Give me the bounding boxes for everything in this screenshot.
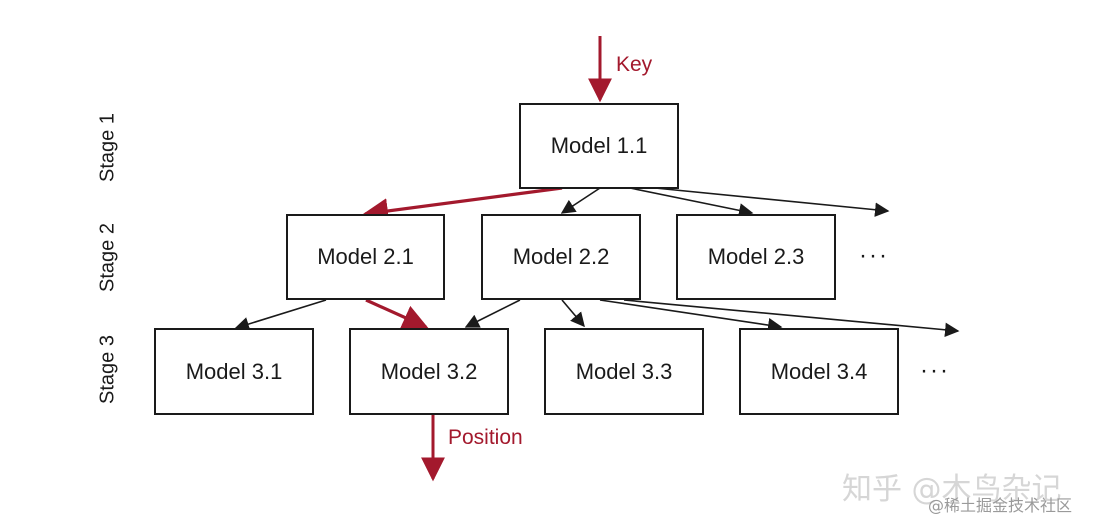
edge-m21-m32 — [365, 298, 429, 330]
stage-1-label: Stage 1 — [96, 113, 119, 182]
model-2-3-box: Model 2.3 — [676, 214, 836, 300]
watermark-main: 知乎 @木鸟杂记 — [842, 472, 1062, 507]
model-1-1-box: Model 1.1 — [519, 103, 679, 189]
stage-3-ellipsis: ··· — [920, 357, 950, 384]
edge-m22-m32 — [464, 299, 521, 328]
stage-2-ellipsis: ··· — [859, 242, 889, 269]
model-3-4-box: Model 3.4 — [739, 328, 899, 415]
stage-2-label: Stage 2 — [96, 223, 119, 292]
stage-3-label: Stage 3 — [96, 335, 119, 404]
edge-m11-m22 — [560, 187, 601, 214]
edge-m22-m33 — [561, 299, 585, 328]
model-2-1-box: Model 2.1 — [286, 214, 445, 300]
model-3-1-box: Model 3.1 — [154, 328, 314, 415]
model-3-3-box: Model 3.3 — [544, 328, 704, 415]
edge-m22-m34 — [599, 299, 783, 333]
edge-m11-m23 — [629, 187, 754, 218]
position-label: Position — [448, 426, 523, 449]
edge-m22-beyond — [623, 299, 960, 337]
model-2-2-box: Model 2.2 — [481, 214, 641, 300]
model-3-2-box: Model 3.2 — [349, 328, 509, 415]
edge-m11-beyond — [654, 187, 890, 217]
watermark-sub: @稀土掘金技术社区 — [928, 496, 1073, 515]
key-label: Key — [616, 53, 653, 76]
edge-m11-m21 — [362, 186, 563, 224]
edge-m21-m31 — [234, 299, 327, 332]
